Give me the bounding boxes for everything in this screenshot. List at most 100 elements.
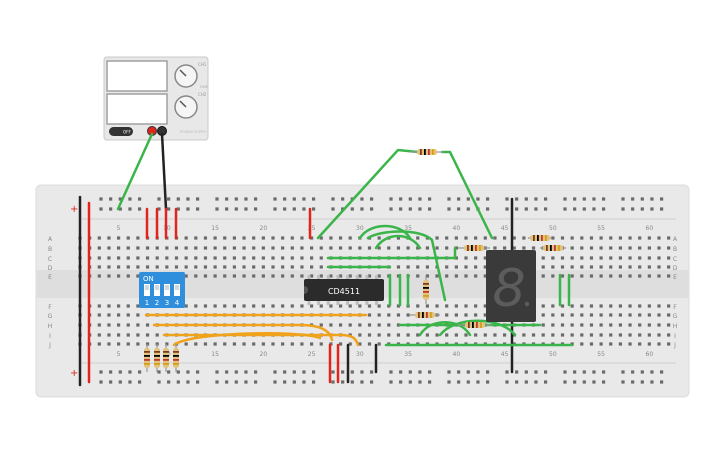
breadboard-hole[interactable] [310, 304, 314, 308]
breadboard-hole[interactable] [213, 246, 217, 250]
rail-hole[interactable] [515, 207, 519, 211]
rail-hole[interactable] [573, 197, 577, 201]
breadboard-hole[interactable] [647, 246, 651, 250]
rail-hole[interactable] [370, 380, 374, 384]
rail-hole[interactable] [466, 380, 470, 384]
breadboard-hole[interactable] [107, 265, 111, 269]
rail-hole[interactable] [486, 197, 490, 201]
breadboard-hole[interactable] [252, 246, 256, 250]
breadboard-hole[interactable] [165, 342, 169, 346]
breadboard-hole[interactable] [290, 274, 294, 278]
rail-hole[interactable] [457, 370, 461, 374]
breadboard-hole[interactable] [599, 256, 603, 260]
breadboard-hole[interactable] [387, 333, 391, 337]
breadboard-hole[interactable] [647, 236, 651, 240]
breadboard-hole[interactable] [638, 256, 642, 260]
breadboard-hole[interactable] [377, 236, 381, 240]
wire-green-loop[interactable] [418, 321, 472, 337]
rail-hole[interactable] [225, 370, 229, 374]
breadboard-hole[interactable] [107, 246, 111, 250]
breadboard-hole[interactable] [541, 333, 545, 337]
rail-hole[interactable] [428, 197, 432, 201]
breadboard-hole[interactable] [194, 342, 198, 346]
breadboard-hole[interactable] [117, 236, 121, 240]
rail-hole[interactable] [167, 197, 171, 201]
breadboard-hole[interactable] [667, 304, 671, 308]
rail-hole[interactable] [273, 370, 277, 374]
breadboard-hole[interactable] [599, 236, 603, 240]
breadboard-hole[interactable] [117, 313, 121, 317]
breadboard-hole[interactable] [338, 342, 343, 346]
breadboard-hole[interactable] [667, 236, 671, 240]
breadboard-hole[interactable] [425, 246, 429, 250]
breadboard-hole[interactable] [271, 342, 275, 346]
breadboard-hole[interactable] [387, 246, 391, 250]
breadboard-hole[interactable] [628, 246, 632, 250]
breadboard-hole[interactable] [396, 246, 401, 250]
breadboard-hole[interactable] [213, 304, 217, 308]
power-supply[interactable]: CH1 CH2 FINE OFF POWER SUPPLY [103, 56, 209, 141]
breadboard-hole[interactable] [319, 265, 323, 269]
rail-hole[interactable] [602, 207, 606, 211]
rail-hole[interactable] [466, 207, 470, 211]
breadboard-hole[interactable] [667, 313, 671, 317]
breadboard-hole[interactable] [319, 236, 323, 240]
rail-hole[interactable] [660, 197, 664, 201]
rail-hole[interactable] [118, 207, 122, 211]
breadboard-hole[interactable] [348, 323, 352, 327]
rail-hole[interactable] [331, 197, 335, 201]
breadboard-hole[interactable] [396, 265, 401, 269]
breadboard-hole[interactable] [560, 236, 565, 240]
breadboard-hole[interactable] [184, 246, 188, 250]
breadboard-hole[interactable] [194, 265, 198, 269]
breadboard-hole[interactable] [194, 256, 198, 260]
breadboard-hole[interactable] [300, 304, 304, 308]
breadboard-hole[interactable] [396, 333, 401, 337]
breadboard-hole[interactable] [531, 333, 536, 337]
breadboard-hole[interactable] [107, 333, 111, 337]
breadboard-hole[interactable] [667, 323, 671, 327]
breadboard-hole[interactable] [560, 313, 565, 317]
rail-hole[interactable] [515, 197, 519, 201]
breadboard-hole[interactable] [628, 342, 632, 346]
rail-hole[interactable] [128, 380, 132, 384]
breadboard-hole[interactable] [531, 246, 536, 250]
rail-hole[interactable] [621, 370, 625, 374]
rail-hole[interactable] [582, 380, 586, 384]
breadboard-hole[interactable] [647, 342, 651, 346]
breadboard-hole[interactable] [638, 323, 642, 327]
rail-hole[interactable] [118, 380, 122, 384]
resistor[interactable] [163, 344, 169, 372]
breadboard-hole[interactable] [589, 333, 594, 337]
breadboard-hole[interactable] [319, 323, 323, 327]
breadboard-hole[interactable] [396, 274, 401, 278]
rail-hole[interactable] [302, 370, 306, 374]
breadboard-hole[interactable] [281, 342, 285, 346]
rail-hole[interactable] [331, 380, 335, 384]
breadboard-hole[interactable] [609, 323, 613, 327]
breadboard-hole[interactable] [338, 246, 343, 250]
breadboard-hole[interactable] [425, 265, 429, 269]
rail-hole[interactable] [186, 370, 190, 374]
breadboard-hole[interactable] [454, 256, 458, 260]
rail-hole[interactable] [486, 207, 490, 211]
rail-hole[interactable] [312, 380, 316, 384]
breadboard-hole[interactable] [618, 323, 622, 327]
breadboard-hole[interactable] [667, 333, 671, 337]
rail-hole[interactable] [360, 380, 364, 384]
breadboard-hole[interactable] [406, 265, 410, 269]
breadboard-hole[interactable] [425, 304, 429, 308]
rail-hole[interactable] [244, 197, 248, 201]
breadboard-hole[interactable] [213, 256, 217, 260]
breadboard-hole[interactable] [136, 313, 140, 317]
rail-hole[interactable] [505, 207, 509, 211]
breadboard-hole[interactable] [580, 323, 584, 327]
breadboard-hole[interactable] [667, 265, 671, 269]
rail-hole[interactable] [157, 207, 161, 211]
breadboard-hole[interactable] [126, 304, 130, 308]
breadboard-hole[interactable] [551, 256, 555, 260]
breadboard-hole[interactable] [329, 246, 333, 250]
breadboard-hole[interactable] [126, 342, 130, 346]
breadboard-hole[interactable] [117, 265, 121, 269]
